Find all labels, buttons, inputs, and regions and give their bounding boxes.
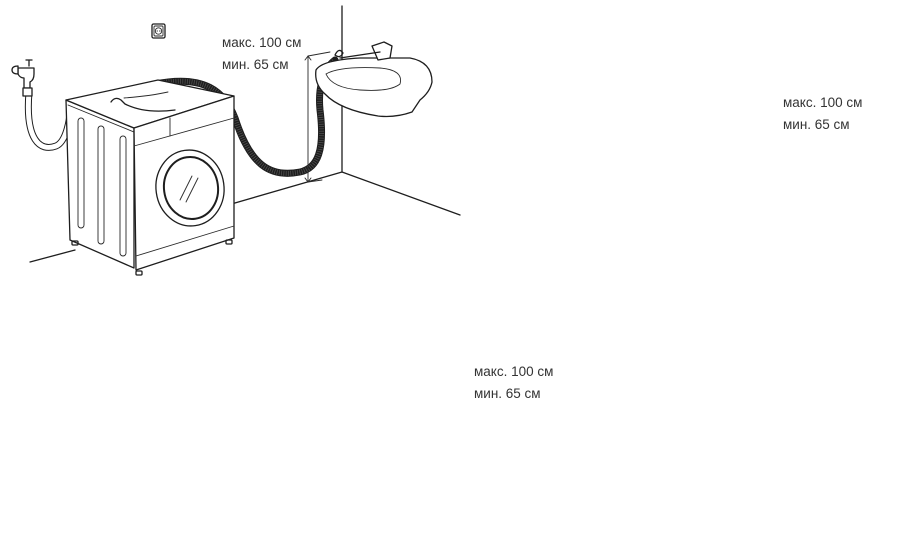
min-height-label: мин. 65 см — [474, 386, 541, 401]
max-height-label: макс. 100 см — [783, 95, 863, 110]
floor-line — [29, 249, 76, 263]
min-height-label: мин. 65 см — [222, 57, 289, 72]
wall-socket-icon — [151, 23, 166, 39]
panel-wall-drain-labels: макс. 100 см мин. 65 см — [474, 361, 553, 405]
panel-sink — [11, 5, 461, 276]
max-height-label: макс. 100 см — [222, 35, 302, 50]
washing-machine-icon — [65, 79, 235, 276]
max-height-label: макс. 100 см — [474, 364, 554, 379]
min-height-label: мин. 65 см — [783, 117, 850, 132]
sink-icon — [315, 41, 433, 118]
height-dimension-line — [304, 51, 331, 183]
floor-line — [227, 171, 461, 216]
panel-sink-labels: макс. 100 см мин. 65 см — [222, 32, 301, 76]
panel-standpipe-labels: макс. 100 см мин. 65 см — [783, 92, 862, 136]
water-tap-icon — [11, 59, 35, 97]
